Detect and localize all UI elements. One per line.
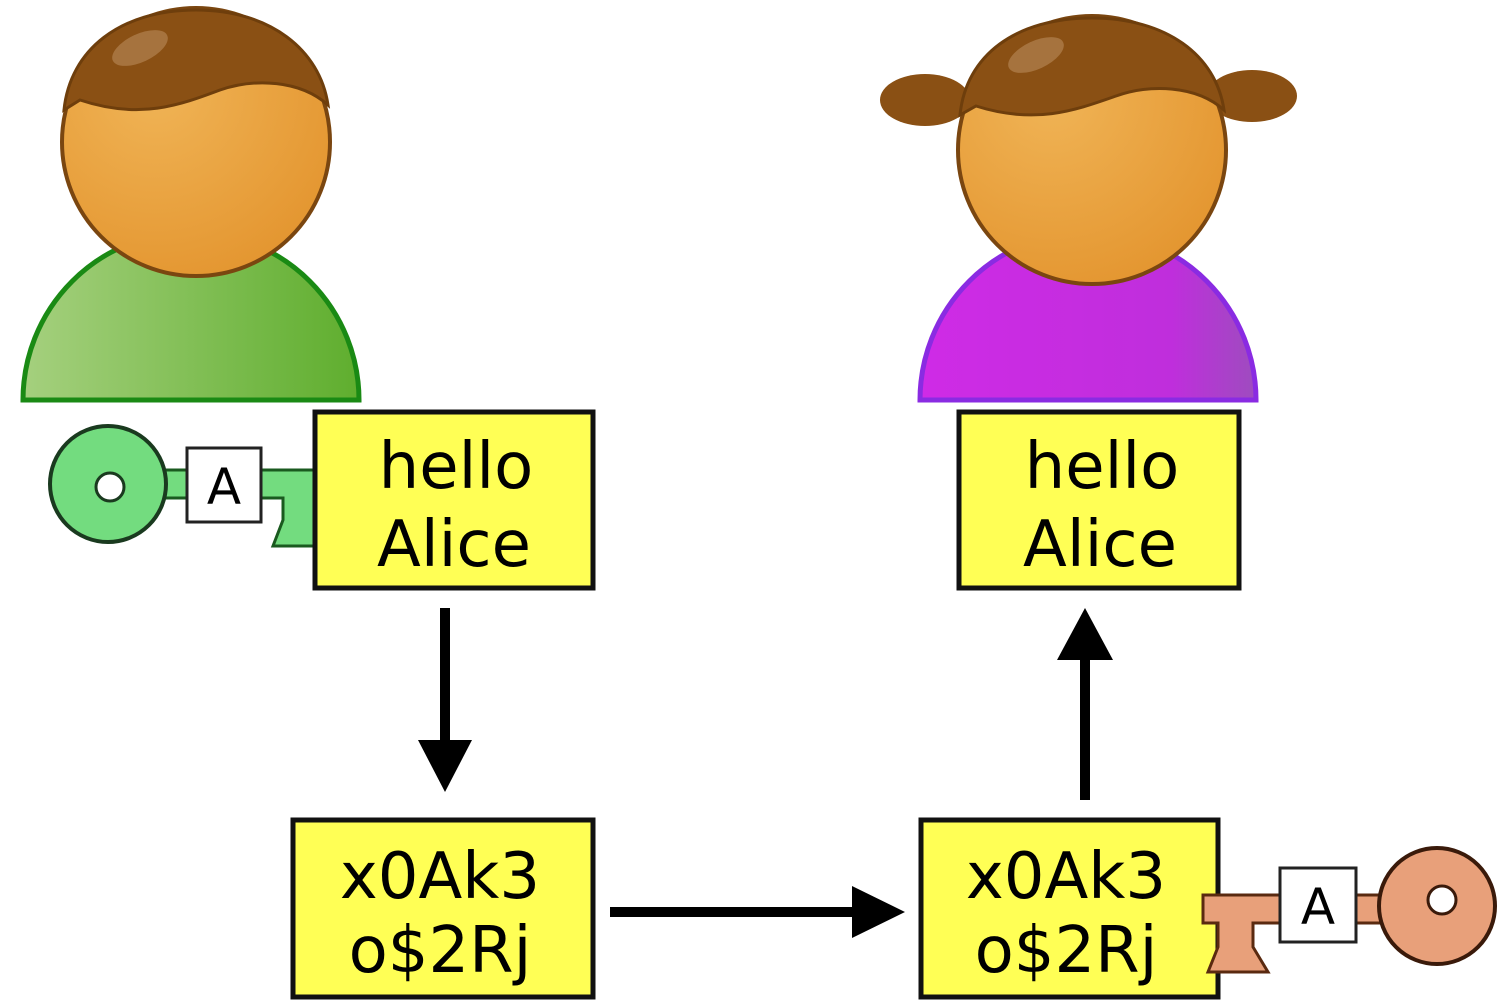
ciphertext-received-line2: o$2Rj xyxy=(975,914,1158,988)
ciphertext-sent-line1: x0Ak3 xyxy=(340,840,540,914)
ciphertext-sent-box: x0Ak3 o$2Rj xyxy=(290,817,596,1000)
decrypt-key-label-box xyxy=(1278,866,1358,944)
encrypt-key-label-box xyxy=(185,446,263,524)
plaintext-sender-box: hello Alice xyxy=(312,409,596,591)
encrypt-key-label: A xyxy=(207,458,241,516)
plaintext-sender-line2: Alice xyxy=(377,508,531,582)
plaintext-sender-line1: hello xyxy=(379,430,534,504)
ciphertext-sent-line2: o$2Rj xyxy=(349,914,532,988)
decrypt-arrow xyxy=(1057,608,1113,800)
plaintext-receiver-line2: Alice xyxy=(1023,508,1177,582)
plaintext-receiver-line1: hello xyxy=(1025,430,1180,504)
receiver-person-icon xyxy=(880,14,1297,403)
ciphertext-received-box: x0Ak3 o$2Rj xyxy=(918,817,1221,1000)
transmit-arrow xyxy=(610,886,905,938)
decrypt-key-label: A xyxy=(1301,878,1335,936)
plaintext-receiver-box: hello Alice xyxy=(956,409,1242,591)
sender-person-icon xyxy=(20,6,362,403)
ciphertext-received-line1: x0Ak3 xyxy=(966,840,1166,914)
encrypt-key-icon: A xyxy=(48,424,345,548)
decrypt-key-icon: A xyxy=(1201,846,1497,974)
encrypt-arrow xyxy=(418,608,472,792)
